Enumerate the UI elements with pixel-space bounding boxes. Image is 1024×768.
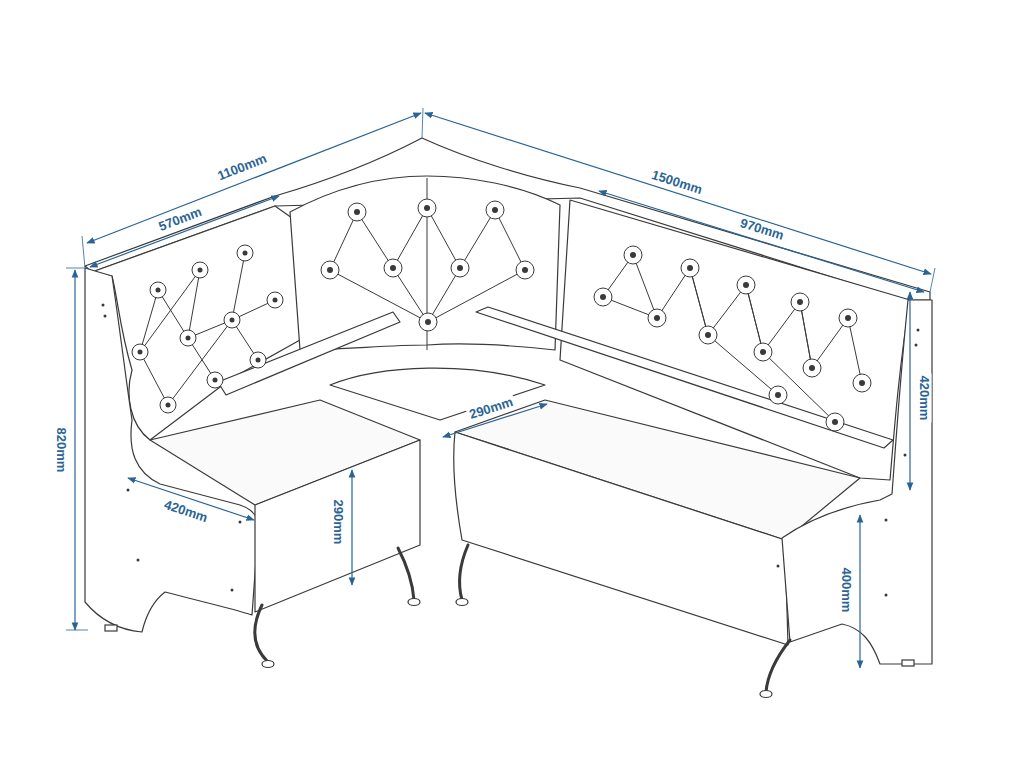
dimension-label: 290mm (331, 498, 346, 547)
dimension-label: 400mm (839, 566, 854, 615)
dimension-label: 1100mm (213, 150, 270, 184)
dimension-label: 420mm (917, 374, 932, 423)
dimension-label: 820mm (54, 426, 69, 475)
